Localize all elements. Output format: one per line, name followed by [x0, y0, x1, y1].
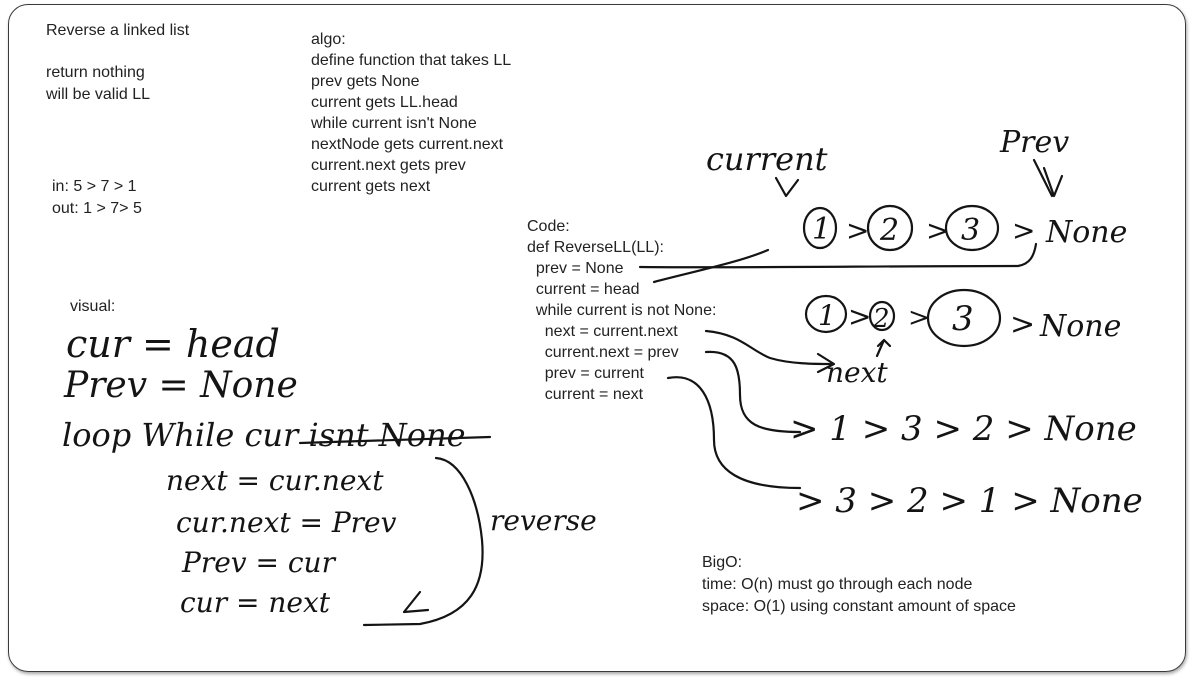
prev-arrow — [1032, 158, 1064, 198]
node-value: 3 — [961, 213, 980, 248]
code-line: current = head — [527, 281, 640, 298]
hw-loop-while: loop While cur isnt None — [62, 416, 466, 454]
node-circle — [868, 300, 896, 332]
label-next: next — [826, 356, 888, 389]
node-separator: > — [1010, 307, 1035, 342]
node-circle — [802, 206, 838, 250]
node-value: 1 — [818, 299, 836, 332]
node-circle — [804, 294, 848, 334]
node-separator: > — [926, 214, 949, 247]
node-separator: > — [846, 214, 869, 247]
prev-link-line — [638, 242, 1038, 269]
hw-cur-assign: cur = next — [180, 586, 331, 619]
hw-cur-head: cur = head — [66, 322, 280, 366]
connector-prev — [666, 376, 802, 490]
bigo-heading: BigO: — [702, 554, 743, 571]
node-circle — [926, 288, 1002, 348]
hw-next-assign: next = cur.next — [166, 464, 384, 497]
connector-current-next — [704, 350, 802, 434]
connector-next-arrowhead — [816, 352, 836, 374]
node-separator: > — [908, 303, 930, 333]
bigo-time: time: O(n) must go through each node — [702, 576, 973, 593]
code-line: def ReverseLL(LL): — [527, 239, 664, 256]
code-line: next = current.next — [527, 323, 678, 340]
node-none: None — [1045, 215, 1127, 250]
algo-step: while current isn't None — [311, 115, 477, 132]
example-output: out: 1 > 7> 5 — [52, 200, 142, 217]
node-value: 1 — [812, 212, 831, 247]
loop-bracket — [362, 456, 484, 627]
bigo-space: space: O(1) using constant amount of spa… — [702, 598, 1016, 615]
problem-title: Reverse a linked list — [46, 22, 190, 39]
hw-prev-assign: Prev = cur — [181, 546, 337, 579]
hw-cur-next-assign: cur.next = Prev — [176, 506, 397, 539]
reversed-step-row: > 1 > 3 > 2 > None — [790, 409, 1137, 449]
next-pointer-arrow — [875, 338, 892, 358]
label-prev: Prev — [999, 125, 1069, 160]
reversed-final-row: > 3 > 2 > 1 > None — [796, 481, 1143, 521]
problem-note-valid: will be valid LL — [46, 86, 151, 103]
visual-heading: visual: — [70, 298, 116, 315]
code-line: current = next — [527, 386, 644, 403]
loop-bracket-arrowhead — [402, 590, 430, 614]
algo-step: define function that takes LL — [311, 52, 512, 69]
code-heading: Code: — [527, 218, 570, 235]
node-circle — [866, 204, 914, 252]
underline-stroke — [298, 435, 492, 445]
algo-step: prev gets None — [311, 73, 420, 90]
code-line: prev = current — [527, 365, 644, 382]
algo-step: current gets LL.head — [311, 94, 458, 111]
node-value: 2 — [872, 304, 890, 334]
connector-next — [704, 329, 834, 366]
node-value: 3 — [952, 299, 974, 339]
hw-reverse-label: reverse — [490, 504, 597, 537]
code-line: prev = None — [527, 260, 624, 277]
example-input: in: 5 > 7 > 1 — [52, 178, 137, 195]
whiteboard-frame — [8, 4, 1186, 672]
hw-prev-none: Prev = None — [63, 365, 298, 406]
code-line: current.next = prev — [527, 344, 679, 361]
row1-link-stroke — [652, 248, 770, 284]
node-separator: > — [848, 300, 871, 333]
algo-step: current gets next — [311, 178, 431, 195]
node-value: 2 — [879, 213, 899, 248]
current-arrow — [774, 176, 800, 198]
algo-step: current.next gets prev — [311, 157, 466, 174]
algo-step: nextNode gets current.next — [311, 136, 504, 153]
label-current: current — [706, 140, 828, 178]
node-separator: > — [1012, 214, 1035, 247]
node-circle — [944, 204, 1000, 252]
node-none: None — [1039, 309, 1121, 344]
problem-note-return: return nothing — [46, 64, 145, 81]
code-line: while current is not None: — [527, 302, 717, 319]
algo-heading: algo: — [311, 31, 346, 48]
